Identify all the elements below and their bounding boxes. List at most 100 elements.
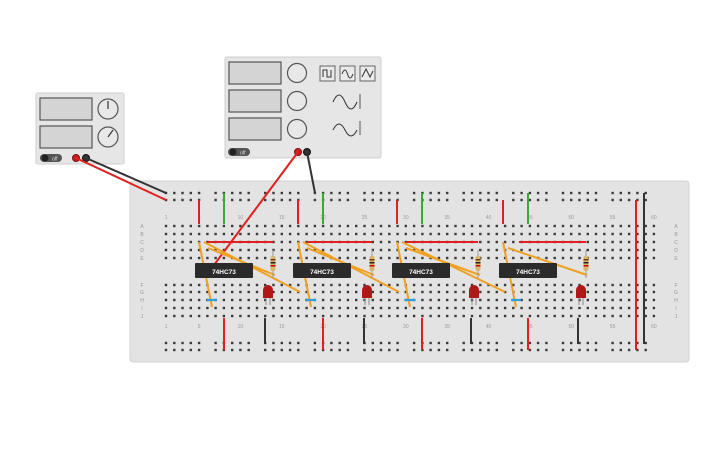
breadboard-hole[interactable] — [321, 232, 325, 236]
breadboard-hole[interactable] — [313, 290, 317, 294]
breadboard-hole[interactable] — [636, 298, 639, 302]
breadboard-hole[interactable] — [164, 341, 168, 345]
breadboard-hole[interactable] — [594, 348, 598, 352]
ic-chip[interactable]: 74HC73 — [392, 263, 450, 278]
breadboard-hole[interactable] — [173, 198, 176, 202]
breadboard-hole[interactable] — [288, 348, 292, 352]
breadboard-hole[interactable] — [495, 232, 498, 236]
breadboard-hole[interactable] — [363, 191, 366, 195]
breadboard-hole[interactable] — [636, 232, 639, 236]
breadboard-hole[interactable] — [355, 314, 358, 318]
breadboard-hole[interactable] — [346, 314, 350, 318]
breadboard-hole[interactable] — [379, 348, 383, 352]
breadboard-hole[interactable] — [396, 314, 399, 318]
breadboard-hole[interactable] — [231, 341, 234, 345]
led[interactable] — [362, 285, 372, 305]
breadboard-hole[interactable] — [239, 290, 242, 294]
breadboard-hole[interactable] — [421, 256, 424, 260]
breadboard-hole[interactable] — [173, 290, 176, 294]
breadboard-hole[interactable] — [247, 283, 250, 287]
breadboard-hole[interactable] — [437, 191, 441, 195]
breadboard-hole[interactable] — [338, 198, 341, 202]
breadboard-hole[interactable] — [288, 232, 292, 236]
breadboard-hole[interactable] — [181, 290, 184, 294]
breadboard-hole[interactable] — [206, 256, 209, 260]
breadboard-hole[interactable] — [470, 256, 474, 260]
breadboard-hole[interactable] — [239, 306, 242, 310]
breadboard-hole[interactable] — [586, 191, 589, 195]
breadboard-hole[interactable] — [164, 298, 168, 302]
breadboard-hole[interactable] — [404, 224, 407, 228]
breadboard-hole[interactable] — [446, 224, 449, 228]
breadboard-hole[interactable] — [578, 224, 581, 228]
breadboard-hole[interactable] — [297, 348, 300, 352]
breadboard-hole[interactable] — [231, 290, 234, 294]
breadboard-hole[interactable] — [189, 191, 192, 195]
breadboard-hole[interactable] — [239, 198, 242, 202]
breadboard-hole[interactable] — [454, 298, 457, 302]
breadboard-hole[interactable] — [594, 298, 598, 302]
breadboard-hole[interactable] — [619, 256, 622, 260]
breadboard-hole[interactable] — [446, 314, 449, 318]
breadboard-hole[interactable] — [412, 198, 416, 202]
breadboard-hole[interactable] — [338, 314, 341, 318]
breadboard-hole[interactable] — [553, 290, 556, 294]
breadboard-hole[interactable] — [586, 283, 589, 287]
breadboard-hole[interactable] — [644, 298, 647, 302]
breadboard-hole[interactable] — [437, 290, 441, 294]
breadboard-hole[interactable] — [197, 256, 201, 260]
breadboard-hole[interactable] — [214, 348, 217, 352]
breadboard-hole[interactable] — [272, 283, 275, 287]
breadboard-hole[interactable] — [644, 232, 647, 236]
led[interactable] — [469, 285, 479, 305]
breadboard-hole[interactable] — [371, 348, 374, 352]
breadboard-hole[interactable] — [181, 198, 184, 202]
breadboard-hole[interactable] — [330, 224, 333, 228]
breadboard-hole[interactable] — [388, 256, 391, 260]
breadboard-hole[interactable] — [255, 224, 259, 228]
breadboard-hole[interactable] — [429, 306, 432, 310]
breadboard-hole[interactable] — [330, 290, 333, 294]
breadboard-hole[interactable] — [495, 348, 498, 352]
breadboard-hole[interactable] — [495, 198, 498, 202]
breadboard-hole[interactable] — [446, 290, 449, 294]
breadboard-hole[interactable] — [520, 198, 523, 202]
breadboard-hole[interactable] — [363, 314, 366, 318]
breadboard-hole[interactable] — [197, 232, 201, 236]
breadboard-hole[interactable] — [536, 314, 540, 318]
breadboard-hole[interactable] — [561, 306, 565, 310]
breadboard-hole[interactable] — [512, 348, 515, 352]
breadboard-hole[interactable] — [297, 232, 300, 236]
breadboard-hole[interactable] — [264, 198, 267, 202]
breadboard-hole[interactable] — [231, 298, 234, 302]
breadboard-hole[interactable] — [421, 232, 424, 236]
breadboard-hole[interactable] — [437, 198, 441, 202]
breadboard-hole[interactable] — [619, 248, 622, 252]
breadboard-hole[interactable] — [495, 191, 498, 195]
breadboard-hole[interactable] — [197, 248, 201, 252]
breadboard-hole[interactable] — [189, 290, 192, 294]
breadboard-hole[interactable] — [222, 290, 226, 294]
breadboard-hole[interactable] — [479, 198, 482, 202]
breadboard-hole[interactable] — [611, 191, 614, 195]
breadboard-hole[interactable] — [429, 348, 432, 352]
breadboard-hole[interactable] — [570, 224, 573, 228]
breadboard-hole[interactable] — [644, 314, 647, 318]
breadboard-hole[interactable] — [313, 224, 317, 228]
breadboard-hole[interactable] — [611, 341, 614, 345]
breadboard-hole[interactable] — [164, 248, 168, 252]
breadboard-hole[interactable] — [586, 290, 589, 294]
breadboard-hole[interactable] — [619, 283, 622, 287]
breadboard-hole[interactable] — [239, 224, 242, 228]
breadboard-hole[interactable] — [536, 341, 540, 345]
breadboard-hole[interactable] — [231, 191, 234, 195]
breadboard-hole[interactable] — [561, 224, 565, 228]
breadboard-hole[interactable] — [561, 256, 565, 260]
breadboard-hole[interactable] — [330, 306, 333, 310]
breadboard-hole[interactable] — [338, 283, 341, 287]
breadboard-hole[interactable] — [536, 198, 540, 202]
breadboard-hole[interactable] — [164, 306, 168, 310]
breadboard-hole[interactable] — [404, 306, 407, 310]
breadboard-hole[interactable] — [288, 298, 292, 302]
breadboard-hole[interactable] — [503, 290, 507, 294]
